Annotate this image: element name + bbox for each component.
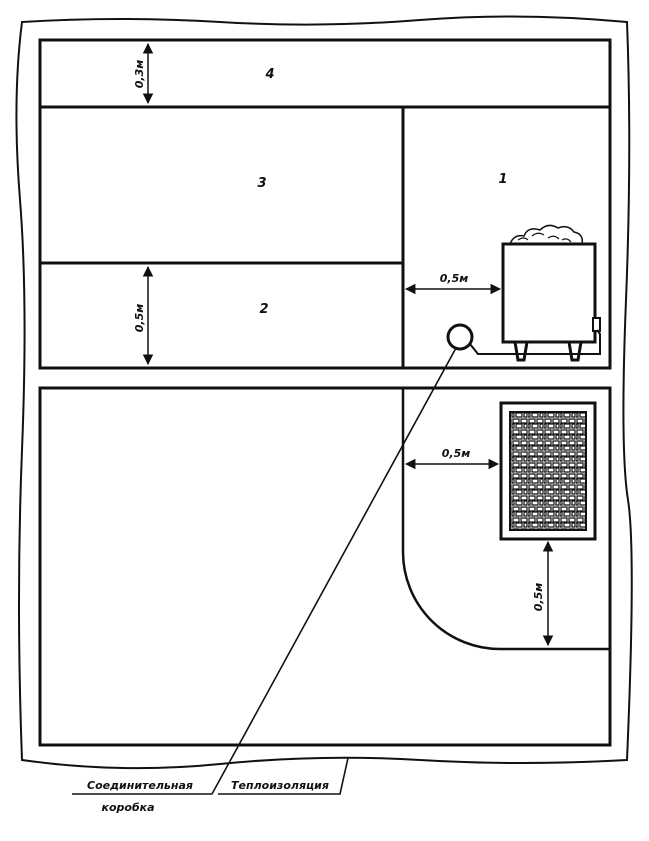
insulation-leader-line: [218, 757, 349, 795]
junction-box-caption-line2: коробка: [101, 801, 154, 814]
junction-box-icon: [446, 323, 474, 351]
heater-leg-right: [567, 341, 583, 362]
heater-top-view: [499, 401, 597, 541]
lower-room-wall: [38, 386, 612, 747]
zone-1-label: 1: [498, 172, 507, 187]
heater-stones: [508, 224, 584, 245]
bench-dimension-label: 0,5м: [133, 304, 146, 332]
lower-side-dimension-label: 0,5м: [442, 447, 470, 460]
safety-clearance-curve: [401, 388, 610, 651]
junction-box-caption-line1: Соединительная: [87, 779, 193, 792]
insulation-outline: [15, 15, 633, 770]
zone-4-label: 4: [264, 67, 274, 82]
heater-side-dimension-label: 0,5м: [440, 272, 468, 285]
lower-bottom-dimension-label: 0,5м: [532, 583, 545, 611]
zone-3-label: 3: [257, 176, 266, 191]
heater-cable: [469, 329, 601, 355]
heater-stones-top: [509, 411, 587, 531]
zone-2-label: 2: [259, 302, 268, 317]
heater-side-view: [501, 224, 601, 362]
upper-room-wall: [38, 38, 612, 370]
insulation-caption: Теплоизоляция: [231, 779, 329, 792]
junction-box-leader-line: [72, 347, 457, 795]
top-band-dimension-label: 0,3м: [133, 60, 146, 88]
heater-body: [501, 242, 597, 344]
heater-control-knob: [592, 317, 601, 332]
heater-leg-left: [513, 341, 529, 362]
